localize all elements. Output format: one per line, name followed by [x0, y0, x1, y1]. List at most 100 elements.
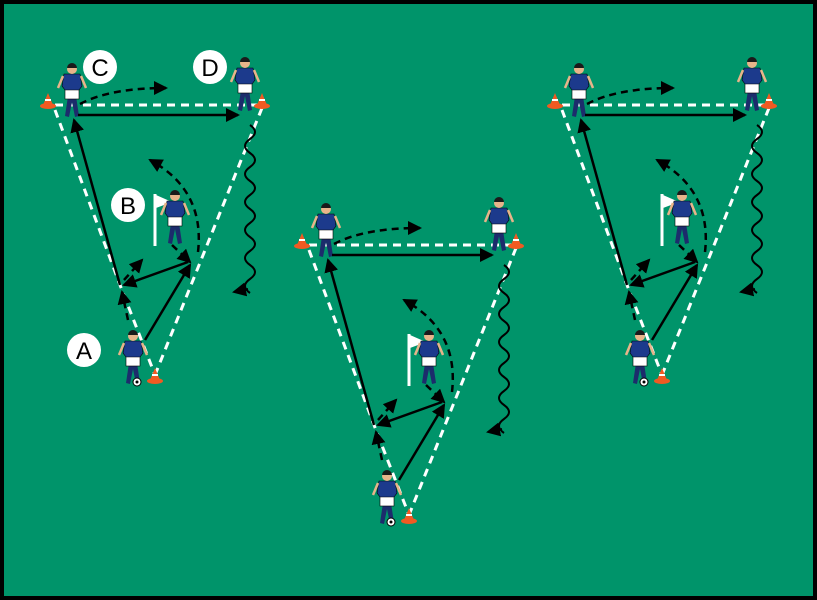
player-arms: [117, 342, 149, 356]
run-arrow-b-to-wall: [171, 244, 192, 264]
cone-icon: [547, 93, 563, 109]
run-arrow-a-forward: [371, 430, 386, 461]
player-hair: [677, 190, 687, 195]
player-shirt: [315, 213, 337, 231]
player-arms: [483, 209, 515, 223]
label-a-text: A: [76, 338, 92, 365]
player-arms: [56, 75, 88, 89]
cone-icon: [40, 93, 56, 109]
label-d: D: [193, 50, 227, 84]
player-legs: [238, 90, 252, 111]
player-b: [666, 190, 698, 244]
player-arms: [736, 69, 768, 83]
player-shirt: [671, 200, 693, 218]
run-arrow-b-curve: [655, 158, 708, 253]
boundary-right: [407, 247, 518, 516]
ball-patch: [642, 380, 646, 384]
label-a: A: [67, 333, 101, 367]
player-b: [159, 190, 191, 244]
label-b-text: B: [120, 193, 136, 220]
player-d: [229, 57, 261, 111]
run-arrow-c: [586, 81, 675, 106]
dribble-arrow: [739, 282, 756, 297]
pass-arrow-a-to-b: [143, 263, 192, 341]
run-arrow-a-diagonal: [123, 258, 144, 281]
player-a: [371, 470, 403, 527]
player-arms: [413, 342, 445, 356]
player-labels: C D B A: [67, 50, 227, 367]
flag-icon: [410, 335, 426, 348]
player-arms: [624, 342, 656, 356]
player-legs: [422, 363, 436, 384]
player-legs: [65, 96, 79, 117]
player-legs: [319, 236, 333, 257]
pass-arrow-to-c: [70, 118, 122, 286]
cone-icon: [254, 93, 270, 109]
player-legs: [745, 90, 759, 111]
run-arrow-b-to-wall: [425, 384, 446, 404]
player-shirt: [568, 73, 590, 91]
player-d: [736, 57, 768, 111]
ball-patch: [135, 380, 139, 384]
run-arrow-a-diagonal: [630, 258, 651, 281]
player-d: [483, 197, 515, 251]
pass-arrow-b-to-a: [122, 260, 189, 288]
player-shirt: [122, 340, 144, 358]
cone-icon: [294, 233, 310, 249]
pass-arrow-a-to-b: [650, 263, 699, 341]
player-arms: [229, 69, 261, 83]
player-c: [563, 63, 595, 117]
player-hair: [170, 190, 180, 195]
run-arrow-c: [333, 221, 422, 246]
pass-arrow-to-c: [324, 258, 376, 426]
player-hair: [128, 330, 138, 335]
player-arms: [159, 202, 191, 216]
cone-icon: [761, 93, 777, 109]
player-shirt: [629, 340, 651, 358]
dribble-arrow: [232, 282, 249, 297]
setup-right: [547, 57, 777, 387]
flag-icon: [663, 195, 679, 208]
dribble-path: [244, 124, 256, 294]
player-arms: [666, 202, 698, 216]
run-arrow-c: [79, 81, 168, 106]
player-a: [117, 330, 149, 387]
label-c-text: C: [91, 55, 108, 82]
flag-icon: [156, 195, 172, 208]
player-b: [413, 330, 445, 384]
boundary-right: [660, 107, 771, 376]
player-hair: [747, 57, 757, 62]
label-d-text: D: [201, 55, 218, 82]
dribble-arrow: [486, 422, 503, 437]
run-arrow-a-forward: [117, 290, 132, 321]
player-legs: [572, 96, 586, 117]
cone-icon: [147, 368, 163, 384]
run-arrow-a-forward: [624, 290, 639, 321]
player-hair: [240, 57, 250, 62]
setup-left: [40, 57, 270, 387]
pass-arrow-to-c: [577, 118, 629, 286]
dribble-path: [498, 264, 510, 434]
boundary-right: [153, 107, 264, 376]
player-hair: [321, 203, 331, 208]
player-shirt: [61, 73, 83, 91]
player-arms: [371, 482, 403, 496]
ball-patch: [389, 520, 393, 524]
player-legs: [492, 230, 506, 251]
player-legs: [168, 223, 182, 244]
run-arrow-a-diagonal: [377, 398, 398, 421]
player-hair: [574, 63, 584, 68]
run-arrow-b-curve: [402, 298, 455, 393]
player-arms: [563, 75, 595, 89]
pass-arrow-a-to-b: [397, 403, 446, 481]
player-c: [310, 203, 342, 257]
dribble-path: [751, 124, 763, 294]
player-hair: [67, 63, 77, 68]
player-a: [624, 330, 656, 387]
player-shirt: [164, 200, 186, 218]
pass-arrow-b-to-a: [629, 260, 696, 288]
player-shirt: [234, 67, 256, 85]
player-legs: [675, 223, 689, 244]
player-hair: [635, 330, 645, 335]
